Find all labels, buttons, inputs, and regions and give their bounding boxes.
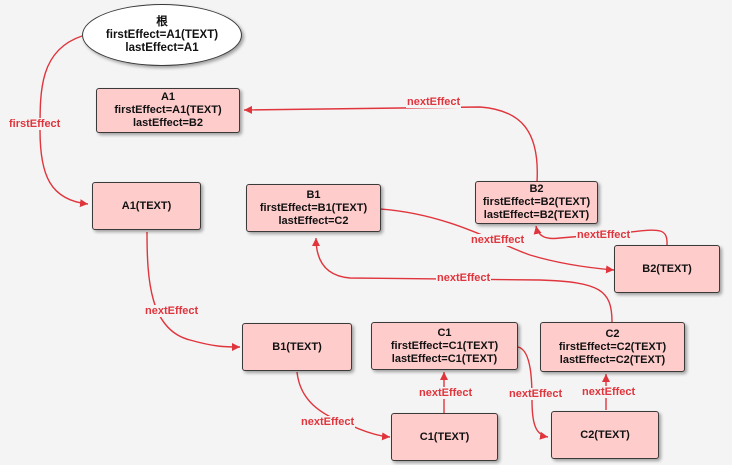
node-a1-first-effect: firstEffect=A1(TEXT) [114,104,222,116]
node-b2[interactable]: B2 firstEffect=B2(TEXT) lastEffect=B2(TE… [475,181,598,224]
edge-b1-to-b2text [379,208,615,274]
edge-label-c1text-to-c1: nextEffect [418,387,474,399]
edge-label-b1-to-b2text: nextEffect [470,234,526,246]
root-node-first-effect: firstEffect=A1(TEXT) [105,28,219,41]
node-a1[interactable]: A1 firstEffect=A1(TEXT) lastEffect=B2 [96,88,240,133]
edge-label-b2-to-a1: nextEffect [406,96,462,108]
node-c2-first-effect: firstEffect=C2(TEXT) [558,340,667,353]
node-a1-last-effect: lastEffect=B2 [132,117,203,129]
node-a1-text[interactable]: A1(TEXT) [92,182,201,230]
node-b1-last-effect: lastEffect=C2 [278,214,349,227]
node-b1-text[interactable]: B1(TEXT) [242,323,352,371]
root-node[interactable]: 根 firstEffect=A1(TEXT) lastEffect=A1 [82,4,242,66]
node-b1-first-effect: firstEffect=B1(TEXT) [259,201,368,214]
node-c1-last-effect: lastEffect=C1(TEXT) [391,352,498,365]
root-node-last-effect: lastEffect=A1 [125,41,199,54]
edge-b2-to-a1 [243,105,538,183]
node-b2-name: B2 [529,183,544,195]
node-c1-text[interactable]: C1(TEXT) [391,413,498,461]
edge-label-a1text-to-b1text: nextEffect [144,305,200,317]
node-a1-text-name: A1(TEXT) [121,199,172,212]
node-c1-name: C1 [437,326,452,339]
edge-label-c2-to-b1: nextEffect [436,272,492,284]
node-c2-text-name: C2(TEXT) [580,428,630,441]
node-c1[interactable]: C1 firstEffect=C1(TEXT) lastEffect=C1(TE… [371,322,518,370]
node-b1-text-name: B1(TEXT) [272,340,322,353]
node-b1[interactable]: B1 firstEffect=B1(TEXT) lastEffect=C2 [246,184,381,232]
edge-label-c1-to-c2text: nextEffect [508,388,564,400]
node-b2-text-name: B2(TEXT) [642,262,692,275]
edge-label-b1text-to-c1text: nextEffect [300,416,356,428]
node-c1-text-name: C1(TEXT) [419,430,470,443]
edge-a1text-to-b1text [146,231,241,351]
node-a1-name: A1 [160,91,176,103]
edge-label-c2text-to-c2: nextEffect [581,386,637,398]
node-c2-name: C2 [605,327,620,340]
node-c2[interactable]: C2 firstEffect=C2(TEXT) lastEffect=C2(TE… [540,322,685,372]
node-c1-first-effect: firstEffect=C1(TEXT) [390,339,499,352]
edge-c2-to-b1 [312,237,613,323]
edge-label-b2text-to-b2: nextEffect [576,229,632,241]
node-b2-first-effect: firstEffect=B2(TEXT) [482,196,591,208]
edge-label-first-effect: firstEffect [8,118,62,130]
root-node-name: 根 [156,15,168,28]
node-b2-text[interactable]: B2(TEXT) [614,245,720,293]
node-b2-last-effect: lastEffect=B2(TEXT) [483,209,590,221]
node-c2-text[interactable]: C2(TEXT) [551,411,659,459]
node-c2-last-effect: lastEffect=C2(TEXT) [559,353,666,366]
node-b1-name: B1 [306,188,321,201]
